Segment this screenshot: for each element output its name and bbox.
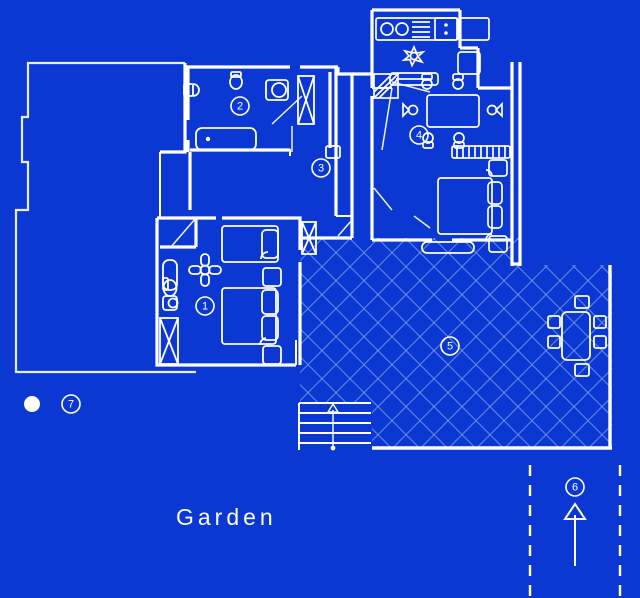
dining-table-icon bbox=[426, 94, 480, 128]
room-markers: 1 2 3 4 5 6 7 bbox=[61, 96, 585, 497]
bathtub-icon bbox=[195, 127, 257, 151]
room-marker-6[interactable]: 6 bbox=[565, 477, 585, 497]
room-marker-3[interactable]: 3 bbox=[311, 158, 331, 178]
chair-icon bbox=[452, 73, 464, 90]
patio-table-icon bbox=[561, 311, 591, 361]
room-marker-4[interactable]: 4 bbox=[409, 125, 429, 145]
direction-arrow-icon bbox=[563, 502, 587, 566]
patio-chair-icon bbox=[593, 335, 607, 349]
side-table-icon bbox=[488, 159, 508, 177]
room-marker-5[interactable]: 5 bbox=[440, 336, 460, 356]
door-jamb-icon bbox=[183, 83, 200, 97]
wardrobe-icon bbox=[301, 221, 317, 255]
dishwasher-icon bbox=[434, 17, 458, 41]
patio-chair-icon bbox=[574, 363, 590, 377]
ceiling-fan-icon bbox=[188, 253, 222, 287]
room-marker-label: 7 bbox=[68, 399, 74, 411]
bidet-icon bbox=[162, 259, 178, 291]
plant-icon bbox=[401, 44, 426, 68]
bed-single-icon bbox=[221, 225, 279, 263]
wardrobe-icon bbox=[373, 73, 399, 99]
living-dining-fixtures bbox=[402, 73, 511, 254]
sofa-icon bbox=[437, 169, 503, 241]
washbasin-icon bbox=[162, 295, 179, 311]
garden-entry-dot bbox=[24, 396, 40, 412]
room-marker-label: 5 bbox=[447, 341, 453, 353]
chair-icon bbox=[421, 73, 433, 90]
armchair-icon bbox=[486, 101, 503, 119]
bathroom-2-fixtures bbox=[183, 71, 341, 159]
fridge-icon bbox=[458, 17, 490, 41]
driveway-dashes bbox=[528, 465, 622, 598]
wardrobe-icon bbox=[159, 317, 179, 365]
bedroom-1-fixtures bbox=[159, 221, 317, 365]
patio-chair-icon bbox=[547, 315, 561, 329]
room-marker-label: 2 bbox=[237, 101, 243, 113]
nightstand-icon bbox=[262, 345, 282, 365]
wardrobe-icon bbox=[297, 75, 315, 125]
room-marker-label: 1 bbox=[202, 301, 208, 313]
patio-chair-icon bbox=[574, 295, 590, 309]
sink-double-icon bbox=[380, 22, 409, 36]
bed-double-icon bbox=[221, 287, 279, 346]
room-marker-7[interactable]: 7 bbox=[61, 394, 81, 414]
cabinet-icon bbox=[421, 241, 475, 254]
patio-chair-icon bbox=[593, 315, 607, 329]
appliance-icon bbox=[457, 51, 481, 75]
room-marker-label: 3 bbox=[318, 163, 324, 175]
room-marker-2[interactable]: 2 bbox=[230, 96, 250, 116]
washbasin-icon bbox=[265, 79, 289, 101]
counter-icon bbox=[375, 17, 459, 41]
garden-label: Garden bbox=[176, 504, 277, 530]
stairs-icon bbox=[298, 402, 371, 451]
radiator-icon bbox=[451, 145, 511, 159]
terrace-furniture bbox=[547, 295, 607, 377]
toilet-icon bbox=[229, 71, 243, 90]
side-table-icon bbox=[488, 235, 508, 253]
armchair-icon bbox=[402, 101, 419, 119]
room-marker-label: 4 bbox=[416, 130, 422, 142]
terrace-area bbox=[300, 238, 612, 450]
patio-chair-icon bbox=[547, 335, 561, 349]
nightstand-icon bbox=[262, 267, 282, 287]
chair-icon bbox=[453, 132, 465, 149]
room-marker-1[interactable]: 1 bbox=[195, 296, 215, 316]
room-marker-label: 6 bbox=[572, 482, 578, 494]
cooktop-icon bbox=[412, 21, 430, 38]
radiator-icon bbox=[325, 145, 341, 159]
left-wing-outline bbox=[14, 61, 196, 374]
